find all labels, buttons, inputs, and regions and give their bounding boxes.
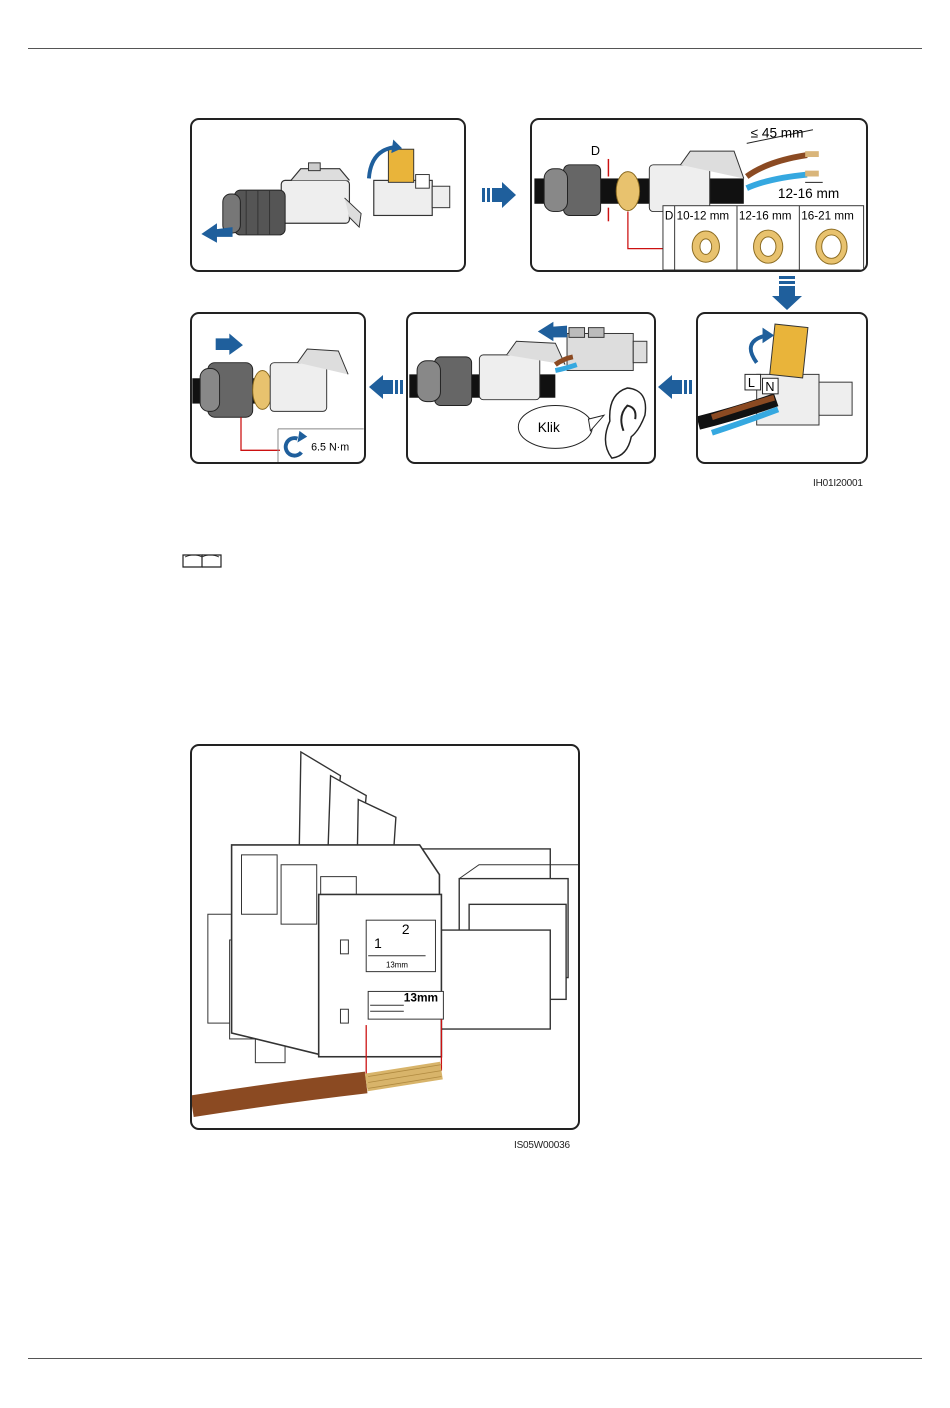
ear-icon [605,388,645,458]
flow-arrow-left-icon-1 [658,375,692,399]
header-rule [28,48,922,49]
panel-1-disassemble [190,118,466,272]
figure-2-code: IS05W00036 [514,1140,570,1151]
table-head-16-21: 16-21 mm [801,209,854,222]
label-l: L [748,376,755,390]
flow-arrow-left-icon-2 [369,375,403,399]
step-2-label: 2 [402,921,410,937]
table-head-12-16: 12-16 mm [739,209,792,222]
dim-large-label: 13mm [404,990,438,1004]
dim-small-label: 13mm [386,961,408,970]
panel-5-tighten-nut: 6.5 N·m [190,312,366,464]
panel-4-click-connect: Klik [406,312,656,464]
torque-value: 6.5 N·m [311,441,349,453]
label-d: D [591,144,600,158]
table-head-d: D [665,209,673,222]
label-n: N [765,380,774,394]
connector-open-illustration [192,120,464,270]
flow-arrow-right-icon [482,182,518,208]
step-1-label: 1 [374,935,382,951]
figure-2-terminal-detail: OPEN 1 2 13mm 13mm [190,744,580,1130]
flow-arrow-down-icon [772,276,802,310]
dim-strip-length: ≤ 45 mm [751,126,804,141]
figure-1-code: IH01I20001 [813,478,863,489]
push-arrow-icon [538,322,567,341]
table-head-10-12: 10-12 mm [677,209,730,222]
tighten-arrow-icon [216,333,243,354]
book-note-icon [182,553,226,569]
footer-rule [28,1358,922,1359]
dim-core-length: 12-16 mm [778,186,839,201]
panel-3-insert-wires: L N [696,312,868,464]
panel-2-strip-wire: D ≤ 45 mm 12-16 mm D 10-12 mm 12-16 mm 1… [530,118,868,272]
klik-label: Klik [538,420,560,435]
